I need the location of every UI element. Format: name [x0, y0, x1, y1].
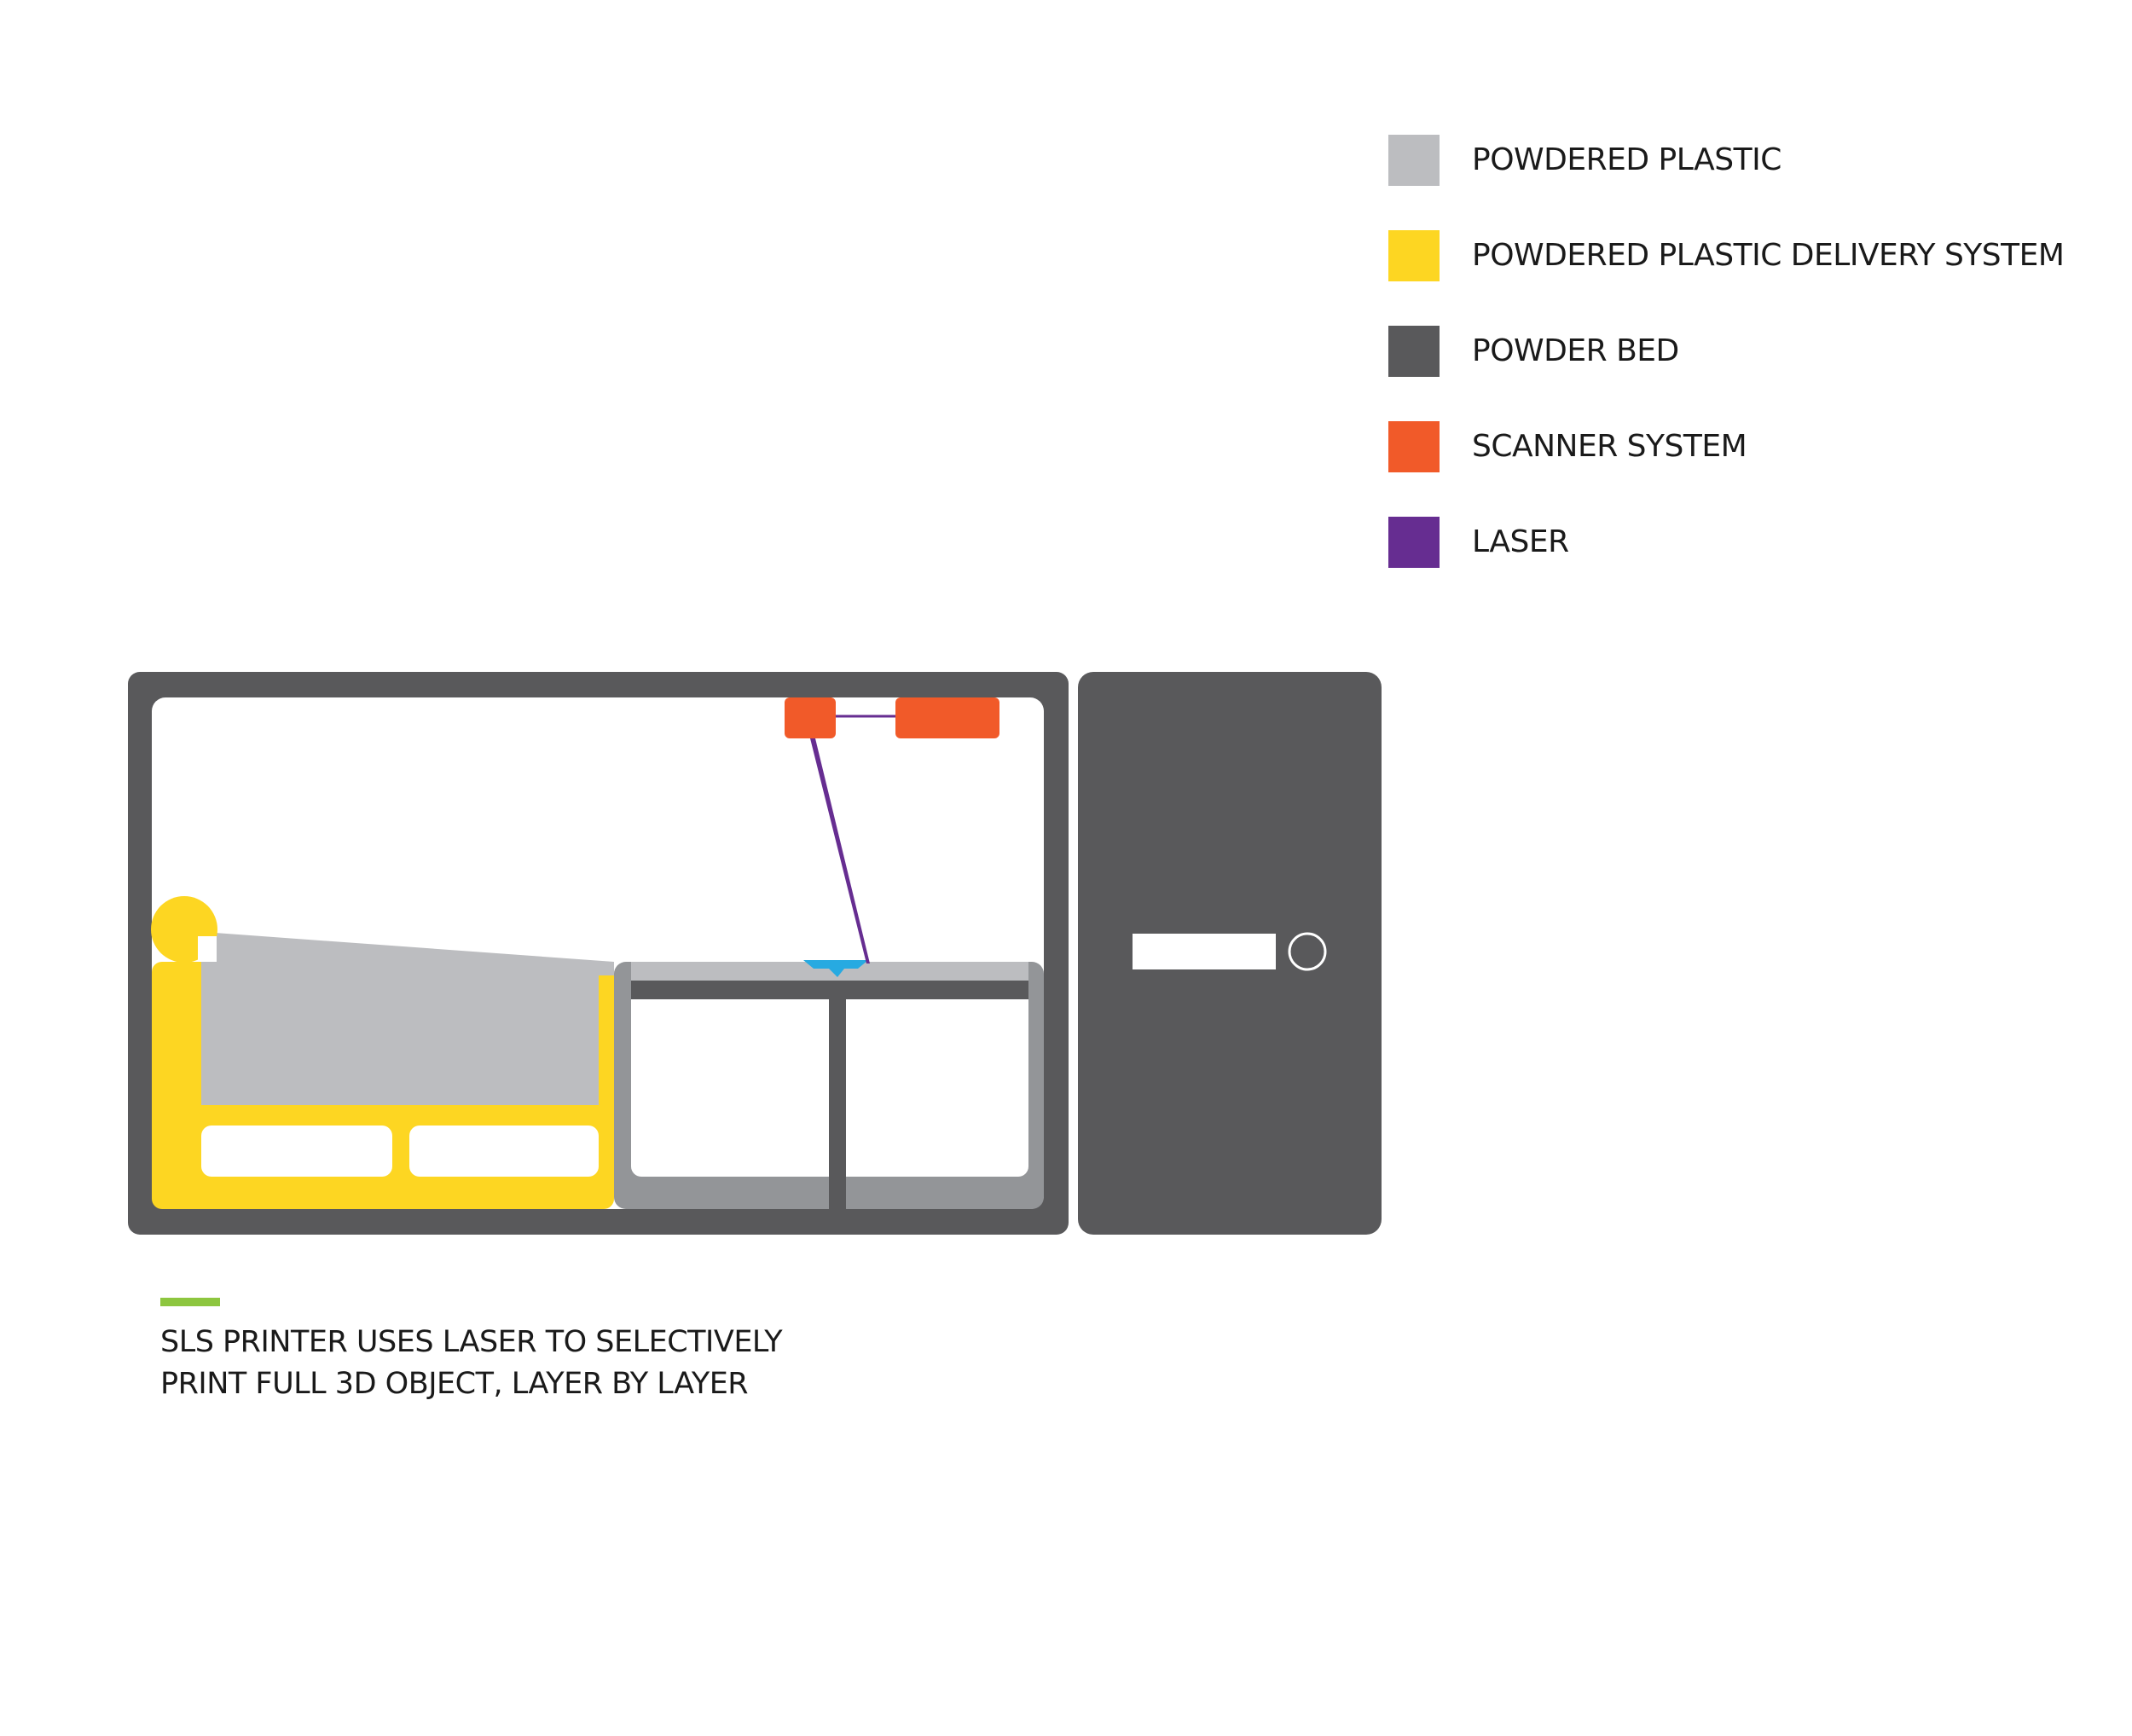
laser-beam: [810, 738, 870, 963]
scanner-system-swatch: [1388, 421, 1440, 472]
powder-bed-swatch: [1388, 326, 1440, 377]
powder-spread-layer: [215, 933, 614, 975]
build-platform: [631, 981, 1028, 999]
caption: SLS PRINTER USES LASER TO SELECTIVELY PR…: [160, 1322, 783, 1405]
caption-accent-bar: [160, 1298, 220, 1306]
legend-label: SCANNER SYSTEM: [1472, 429, 1747, 464]
legend-label: POWDER BED: [1472, 333, 1679, 368]
roller-mount: [198, 936, 217, 962]
build-piston: [829, 999, 846, 1209]
tower-power-button[interactable]: [1288, 932, 1327, 971]
delivery-piston-right: [409, 1126, 599, 1177]
legend-label: LASER: [1472, 524, 1569, 559]
delivery-system-swatch: [1388, 230, 1440, 281]
powder-reservoir: [201, 962, 599, 1105]
printed-object: [803, 960, 868, 977]
caption-line-1: SLS PRINTER USES LASER TO SELECTIVELY: [160, 1325, 783, 1359]
tower-drive-slot[interactable]: [1133, 934, 1276, 969]
caption-line-2: PRINT FULL 3D OBJECT, LAYER BY LAYER: [160, 1367, 749, 1401]
scanner-unit: [895, 697, 999, 738]
legend-label: POWDERED PLASTIC: [1472, 142, 1781, 177]
delivery-piston-left: [201, 1126, 392, 1177]
powdered-plastic-swatch: [1388, 135, 1440, 186]
legend-label: POWDERED PLASTIC DELIVERY SYSTEM: [1472, 238, 2065, 273]
scanner-head: [785, 697, 836, 738]
laser-swatch: [1388, 517, 1440, 568]
